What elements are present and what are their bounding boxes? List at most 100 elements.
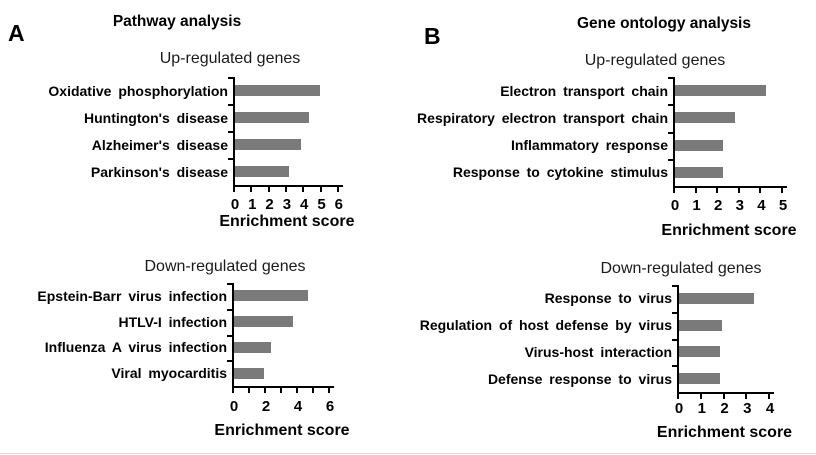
x-tick [768, 394, 770, 399]
category-label: Inflammatory response [510, 137, 668, 154]
x-tick [264, 388, 266, 393]
y-tick [227, 308, 232, 311]
y-tick [228, 77, 233, 79]
x-tick [745, 394, 748, 399]
x-tick-label: 2 [261, 398, 271, 415]
x-tick [296, 388, 298, 393]
category-label: Electron transport chain [500, 82, 668, 99]
category-label: Parkinson's disease [90, 163, 228, 180]
bar [675, 139, 723, 151]
bar [675, 166, 723, 178]
x-axis [677, 392, 774, 394]
x-tick-label: 0 [230, 196, 240, 213]
x-tick [319, 187, 322, 192]
y-tick [227, 360, 232, 363]
category-label: Response to cytokine stimulus [452, 164, 668, 181]
x-tick-label: 3 [282, 196, 292, 213]
category-label: Response to virus [544, 290, 672, 307]
y-tick [668, 104, 673, 107]
category-label: Defense response to virus [487, 370, 672, 387]
x-tick [267, 187, 270, 192]
x-tick [328, 388, 330, 393]
x-tick-label: 4 [765, 400, 775, 417]
category-label: HTLV-I infection [118, 313, 227, 330]
x-tick-label: 5 [317, 196, 326, 213]
figure-bottom-edge-line [0, 453, 816, 454]
x-tick [781, 188, 783, 193]
x-axis-label: Enrichment score [656, 424, 793, 441]
x-tick-label: 3 [735, 197, 744, 214]
x-tick-label: 0 [229, 398, 239, 415]
category-label: Epstein-Barr virus infection [37, 287, 227, 304]
chart-subtitle: Up-regulated genes [584, 52, 726, 69]
x-tick-label: 0 [670, 197, 680, 214]
category-label: Alzheimer's disease [91, 136, 228, 153]
x-tick-label: 2 [714, 197, 723, 214]
y-tick [228, 158, 233, 160]
y-tick [672, 285, 677, 287]
x-tick [280, 388, 282, 393]
category-label: Viral myocarditis [111, 365, 227, 382]
x-axis [233, 185, 343, 187]
bar [679, 292, 755, 304]
y-tick [672, 338, 677, 341]
x-tick-label: 5 [778, 197, 788, 214]
y-axis [232, 283, 234, 388]
x-tick-label: 2 [265, 196, 274, 213]
x-tick-label: 1 [692, 197, 701, 214]
x-tick [248, 388, 250, 393]
bar [679, 319, 723, 331]
panel-title-pathway-analysis: Pathway analysis [112, 13, 242, 30]
y-tick [672, 365, 677, 368]
y-tick [668, 131, 673, 134]
x-tick [336, 187, 339, 192]
bar [679, 346, 720, 358]
x-tick [716, 188, 719, 193]
x-tick-label: 6 [334, 196, 343, 213]
y-tick [672, 311, 677, 314]
x-tick [232, 388, 234, 393]
y-axis [677, 285, 679, 394]
category-label: Respiratory electron transport chain [417, 109, 668, 126]
y-tick [668, 158, 673, 161]
category-label: Huntington's disease [83, 109, 228, 126]
bar [675, 112, 736, 124]
panel-letter-a: A [8, 20, 25, 46]
bar [675, 85, 766, 97]
y-tick [227, 334, 232, 337]
category-label: Influenza A virus infection [44, 339, 227, 356]
x-axis-label: Enrichment score [661, 222, 797, 239]
bar [679, 373, 720, 385]
x-tick [677, 394, 679, 399]
x-tick-label: 4 [757, 197, 766, 214]
bar [235, 112, 310, 123]
panel-letter-b: B [424, 23, 441, 49]
chart-subtitle: Up-regulated genes [159, 50, 301, 67]
x-tick-label: 4 [293, 398, 303, 415]
x-tick-label: 1 [248, 196, 257, 213]
x-axis [232, 386, 334, 388]
bar [234, 367, 265, 379]
category-label: Virus-host interaction [524, 343, 672, 360]
y-axis [673, 77, 675, 188]
x-tick [699, 394, 702, 399]
x-tick [284, 187, 287, 192]
y-axis [233, 77, 235, 187]
x-tick [233, 187, 235, 192]
y-tick [227, 283, 232, 285]
x-tick [302, 187, 305, 192]
bar [235, 166, 289, 177]
x-tick [694, 188, 697, 193]
x-tick [673, 188, 675, 193]
x-axis [673, 186, 787, 188]
y-tick [228, 131, 233, 133]
category-label: Oxidative phosphorylation [48, 82, 228, 99]
bar [234, 290, 308, 302]
y-tick [668, 77, 673, 79]
x-tick-label: 0 [674, 400, 684, 417]
x-tick [737, 188, 740, 193]
x-tick [722, 394, 725, 399]
y-tick [228, 104, 233, 106]
bar [235, 139, 301, 150]
